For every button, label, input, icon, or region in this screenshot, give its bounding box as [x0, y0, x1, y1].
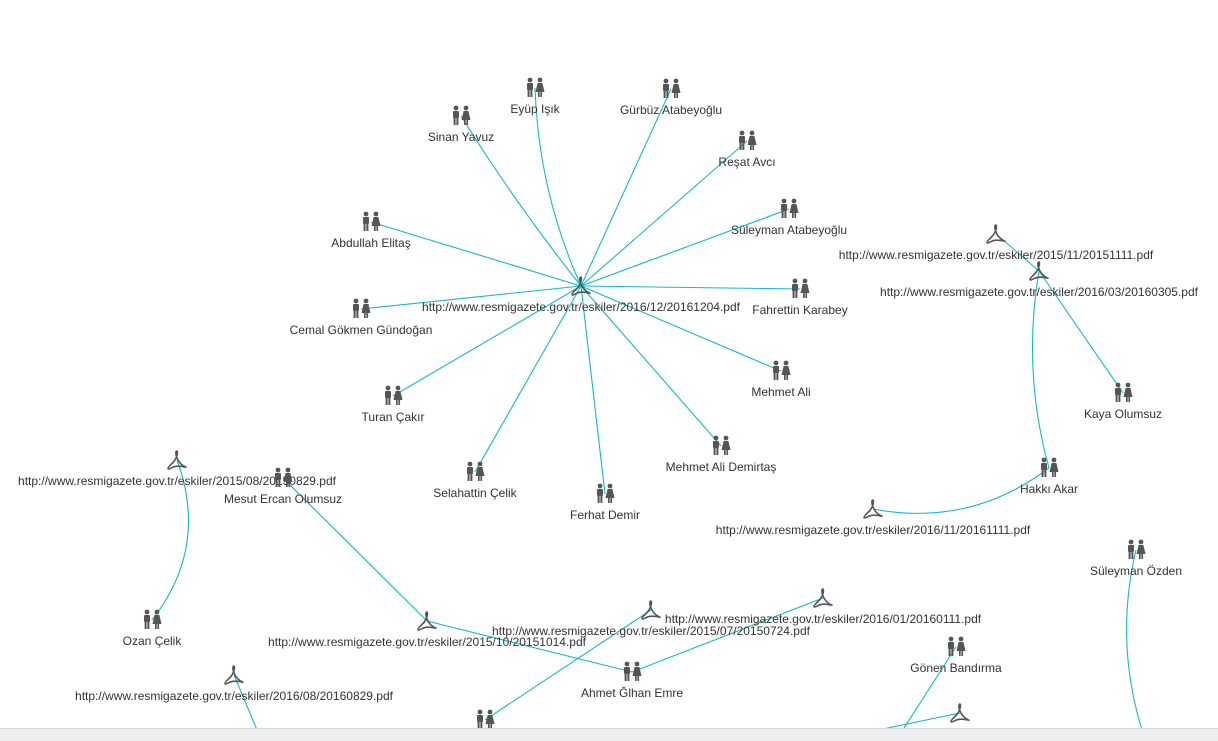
- people-icon: [359, 210, 383, 234]
- node-label: Abdullah Elitaş: [331, 236, 411, 250]
- people-icon: [593, 482, 617, 506]
- document-icon: [811, 586, 835, 610]
- horizontal-scrollbar[interactable]: [0, 728, 1218, 741]
- people-icon: [788, 277, 812, 301]
- node-label: Hakkı Akar: [1019, 482, 1079, 496]
- people-icon: [473, 708, 497, 732]
- node-label: Mehmet Ali: [751, 385, 811, 399]
- link-d20161204-mehmetalid: [580, 285, 722, 447]
- link-d20160305-kaya: [1038, 270, 1124, 394]
- people-icon: [449, 104, 473, 128]
- link-d20161204-resat: [580, 140, 748, 287]
- link-d20150724-pbottom: [484, 609, 652, 721]
- people-icon: [1037, 456, 1061, 480]
- node-label: http://www.resmigazete.gov.tr/eskiler/20…: [18, 474, 336, 488]
- document-icon: [415, 609, 439, 633]
- people-icon: [1111, 381, 1135, 405]
- node-label: Reşat Avcı: [718, 155, 776, 169]
- node-label: Sinan Yavuz: [427, 130, 495, 144]
- link-d20161204-suleymanA: [580, 208, 790, 287]
- link-hakki-d20161111: [872, 467, 1050, 514]
- people-icon: [349, 297, 373, 321]
- node-label: http://www.resmigazete.gov.tr/eskiler/20…: [664, 612, 982, 626]
- document-icon: [222, 663, 246, 687]
- link-d20150829-ozan: [151, 459, 190, 621]
- link-ahmet-d20160111: [631, 597, 824, 673]
- node-label: Mesut Ercan Olumsuz: [223, 492, 343, 506]
- node-label: Turan Çakır: [361, 410, 425, 424]
- node-label: http://www.resmigazete.gov.tr/eskiler/20…: [268, 635, 586, 649]
- document-icon: [569, 274, 593, 298]
- document-icon: [165, 448, 189, 472]
- node-label: Mehmet Ali Demirtaş: [665, 460, 777, 474]
- document-icon: [639, 598, 663, 622]
- node-label: Fahrettin Karabey: [752, 303, 848, 317]
- document-icon: [948, 701, 972, 725]
- node-label: http://www.resmigazete.gov.tr/eskiler/20…: [492, 624, 810, 638]
- node-label: Ferhat Demir: [569, 508, 641, 522]
- people-icon: [140, 608, 164, 632]
- link-d20161204-mehmetali: [580, 285, 782, 372]
- people-icon: [463, 460, 487, 484]
- node-label: Ahmet Ğlhan Emre: [580, 686, 684, 700]
- document-icon: [984, 222, 1008, 246]
- node-label: http://www.resmigazete.gov.tr/eskiler/20…: [422, 300, 740, 314]
- node-label: http://www.resmigazete.gov.tr/eskiler/20…: [880, 285, 1198, 299]
- people-icon: [777, 197, 801, 221]
- node-label: Süleyman Atabeyoğlu: [730, 223, 848, 237]
- link-d20161204-gurbuz: [580, 88, 672, 287]
- people-icon: [381, 384, 405, 408]
- node-label: Selahattin Çelik: [433, 486, 517, 500]
- link-d20161204-cemal: [360, 285, 582, 310]
- document-icon: [1027, 259, 1051, 283]
- node-label: Süleyman Özden: [1089, 564, 1183, 578]
- link-gonen-offbottom3: [895, 646, 957, 740]
- node-label: Ozan Çelik: [122, 634, 182, 648]
- link-d20161204-eyup: [534, 87, 582, 287]
- node-label: http://www.resmigazete.gov.tr/eskiler/20…: [838, 248, 1154, 262]
- document-icon: [861, 497, 885, 521]
- people-icon: [659, 77, 683, 101]
- node-label: Gönen Bandırma: [910, 661, 1002, 675]
- node-label: http://www.resmigazete.gov.tr/eskiler/20…: [715, 523, 1031, 537]
- node-label: Eyüp Işık: [510, 102, 560, 116]
- link-d20161204-turan: [392, 285, 582, 397]
- node-label: Gürbüz Atabeyoğlu: [619, 103, 723, 117]
- link-d20161204-fahrettin: [580, 285, 801, 290]
- link-d20160305-hakki: [1031, 270, 1050, 469]
- people-icon: [523, 76, 547, 100]
- people-icon: [709, 434, 733, 458]
- people-icon: [769, 359, 793, 383]
- node-label: http://www.resmigazete.gov.tr/eskiler/20…: [75, 689, 393, 703]
- link-mesut-d20151014: [282, 477, 428, 622]
- link-d20151014-ahmet: [426, 620, 633, 673]
- link-d20161204-ferhat: [580, 285, 606, 495]
- link-d20161204-sinan: [460, 115, 582, 287]
- people-icon: [271, 466, 295, 490]
- node-label: Kaya Olumsuz: [1083, 407, 1163, 421]
- people-icon: [944, 635, 968, 659]
- link-d20161204-selahattin: [474, 285, 582, 473]
- link-suleymanO-offbottom2: [1126, 549, 1146, 740]
- people-icon: [735, 129, 759, 153]
- people-icon: [1124, 538, 1148, 562]
- link-d20161204-abdullah: [370, 221, 582, 287]
- people-icon: [620, 660, 644, 684]
- node-label: Cemal Gökmen Gündoğan: [289, 323, 433, 337]
